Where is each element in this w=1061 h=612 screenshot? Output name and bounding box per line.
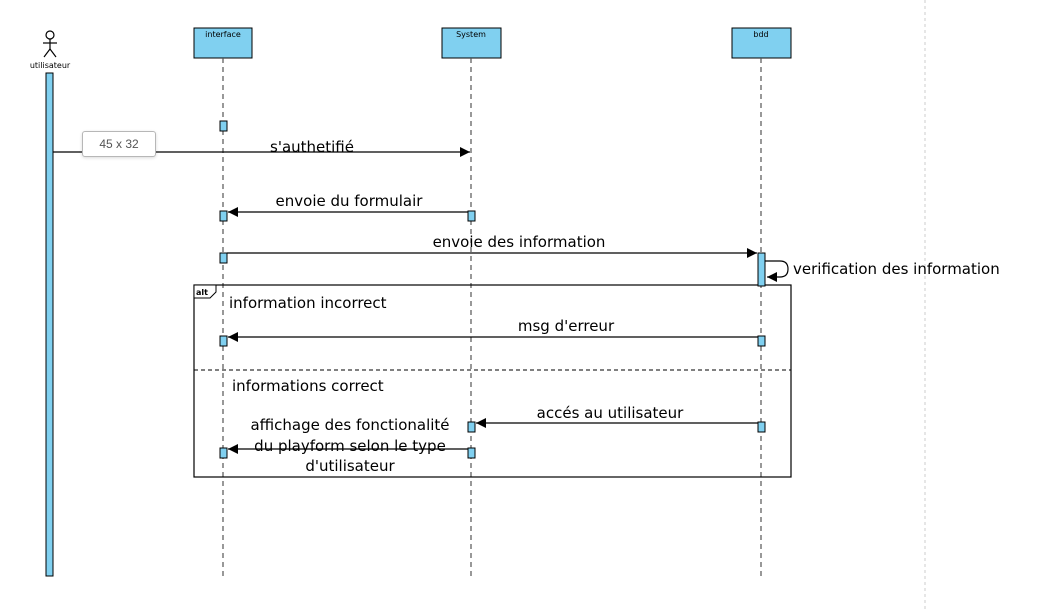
- actor-utilisateur[interactable]: utilisateur: [30, 30, 71, 70]
- activation-bdd-1[interactable]: [757, 252, 766, 287]
- participant-system-box[interactable]: [441, 27, 502, 59]
- activation-interface-1[interactable]: [219, 120, 228, 132]
- message-display[interactable]: affichage des fonctionalité du playform …: [228, 416, 468, 475]
- activation-bdd-3[interactable]: [757, 421, 766, 433]
- activation-interface-3[interactable]: [219, 252, 228, 264]
- message-send-form-label: envoie du formulair: [276, 192, 424, 210]
- message-send-info[interactable]: envoie des information: [227, 233, 757, 258]
- message-display-label-line2: du playform selon le type: [254, 437, 446, 455]
- activation-bdd-2[interactable]: [757, 335, 766, 347]
- guard-informations-correct: informations correct: [232, 377, 384, 395]
- activation-system-2[interactable]: [467, 421, 476, 433]
- activation-interface-2[interactable]: [219, 210, 228, 222]
- actor-label: utilisateur: [30, 61, 71, 70]
- message-error[interactable]: msg d'erreur: [228, 317, 758, 342]
- participant-bdd[interactable]: bdd: [731, 27, 792, 59]
- message-authenticate-label: s'authetifié: [270, 138, 354, 156]
- message-user-access[interactable]: accés au utilisateur: [476, 404, 758, 428]
- activation-system-1[interactable]: [467, 210, 476, 222]
- message-verify-arrow[interactable]: [765, 260, 789, 282]
- alt-operator-label: alt: [196, 288, 208, 297]
- message-error-label: msg d'erreur: [518, 317, 615, 335]
- participant-interface-label: interface: [205, 30, 241, 39]
- actor-activation-bar[interactable]: [45, 72, 54, 577]
- actor-head-icon: [45, 30, 55, 40]
- participant-interface[interactable]: interface: [193, 27, 253, 59]
- message-display-label-line1: affichage des fonctionalité: [250, 416, 449, 434]
- alt-operator-tab: [193, 284, 217, 299]
- participant-bdd-box[interactable]: [731, 27, 792, 59]
- participant-interface-box[interactable]: [193, 27, 253, 59]
- participant-bdd-label: bdd: [753, 30, 768, 39]
- activation-interface-4[interactable]: [219, 335, 228, 347]
- message-verify[interactable]: verification des information: [765, 260, 1000, 282]
- alt-fragment-frame[interactable]: [193, 284, 792, 478]
- message-verify-label: verification des information: [793, 260, 1000, 278]
- participant-system[interactable]: System: [441, 27, 502, 59]
- message-send-form[interactable]: envoie du formulair: [228, 192, 468, 217]
- size-tooltip: 45 x 32: [82, 131, 156, 157]
- message-send-info-label: envoie des information: [433, 233, 606, 251]
- message-display-label-line3: d'utilisateur: [305, 457, 395, 475]
- guard-information-incorrect: information incorrect: [229, 294, 387, 312]
- activation-interface-5[interactable]: [219, 447, 228, 459]
- activation-system-3[interactable]: [467, 447, 476, 459]
- participant-system-label: System: [456, 30, 486, 39]
- message-user-access-label: accés au utilisateur: [537, 404, 684, 422]
- alt-fragment[interactable]: alt information incorrect informations c…: [193, 284, 792, 478]
